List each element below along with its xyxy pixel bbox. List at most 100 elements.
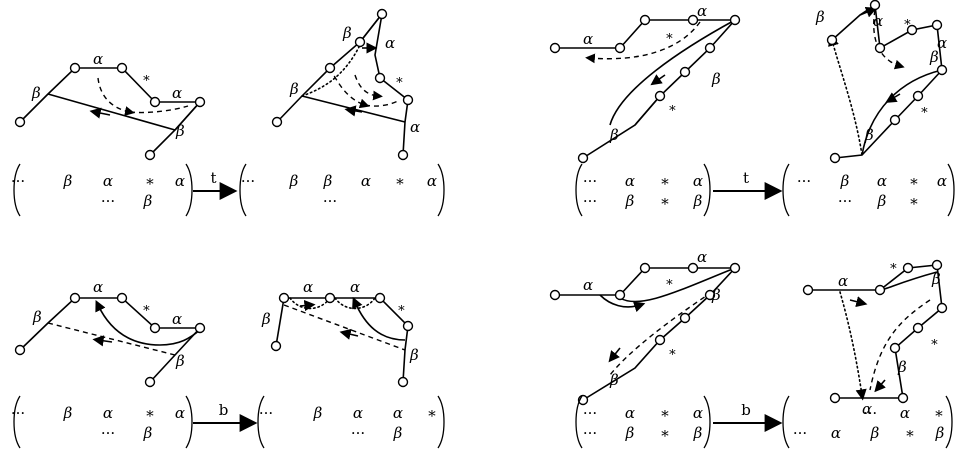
left-matrix-cell: ∗	[145, 172, 155, 190]
left-matrix-cell: α	[103, 404, 113, 422]
right-matrix-cell: ∗	[395, 172, 405, 190]
label-beta: β	[711, 286, 721, 304]
right-matrix-cell: α	[900, 404, 910, 422]
label-beta: β	[32, 308, 42, 326]
label-beta: β	[175, 352, 185, 370]
left-matrix-cell: α	[625, 404, 635, 422]
left-matrix-cell: ∗	[660, 192, 670, 210]
left-matrix-cell: ···	[11, 172, 25, 190]
right-matrix-cell: ∗	[934, 404, 944, 422]
right-open-paren	[239, 163, 247, 217]
right-matrix-cell: β	[870, 424, 880, 442]
right-matrix-cell: α	[361, 172, 371, 190]
left-matrix-cell: α	[175, 172, 185, 190]
label-beta: β	[931, 270, 941, 288]
label-beta: β	[409, 346, 419, 364]
panel-top-left: β α ∗ α β β β α ∗ α	[14, 8, 420, 161]
left-close-paren	[185, 395, 193, 449]
label-alpha: α	[862, 400, 872, 418]
right-matrix-cell: ···	[259, 404, 273, 422]
label-alpha: α	[697, 248, 707, 266]
right-matrix-cell: ···	[797, 172, 811, 190]
left-matrix-cell: β	[625, 192, 635, 210]
right-matrix-cell: ∗	[909, 192, 919, 210]
right-matrix-cell: ···	[793, 424, 807, 442]
label-star: ∗	[889, 259, 898, 274]
label-alpha: α	[93, 278, 103, 296]
left-matrix-cell: α	[175, 404, 185, 422]
left-matrix-cell: β	[693, 192, 703, 210]
right-open-paren	[257, 395, 265, 449]
left-matrix-cell: α	[693, 172, 703, 190]
label-alpha: α	[350, 278, 360, 296]
right-matrix-cell: α	[877, 172, 887, 190]
right-close-paren	[947, 163, 955, 217]
label-alpha: α	[93, 50, 103, 68]
label-alpha: α	[303, 278, 313, 296]
left-matrix-cell: ···	[583, 424, 597, 442]
right-open-paren	[782, 395, 790, 449]
left-matrix-cell: β	[143, 424, 153, 442]
left-matrix-cell: β	[63, 404, 73, 422]
right-matrix-cell: ···	[838, 192, 852, 210]
right-matrix-cell: ···	[323, 192, 337, 210]
label-beta: β	[609, 371, 619, 389]
left-matrix-cell: ∗	[145, 404, 155, 422]
panel-top-right: α ∗ α β ∗ β β α ∗ α β	[549, 0, 948, 164]
right-matrix-cell: ∗	[427, 404, 437, 422]
label-beta: β	[864, 126, 874, 144]
left-matrix-cell: α	[103, 172, 113, 190]
label-star: ∗	[903, 15, 912, 30]
label-beta: β	[609, 126, 619, 144]
right-matrix-cell: ∗	[909, 172, 919, 190]
left-open-paren	[575, 395, 583, 449]
label-star: ∗	[397, 301, 406, 316]
label-star: ∗	[395, 73, 404, 88]
left-matrix-cell: β	[693, 424, 703, 442]
label-alpha: α	[410, 118, 420, 136]
label-alpha: α	[697, 2, 707, 20]
label-beta: β	[175, 122, 185, 140]
label-alpha: α	[583, 276, 593, 294]
panel-bottom-right: α ∗ α β ∗ β α ∗ β ∗ β	[549, 248, 948, 418]
left-matrix-cell: ···	[583, 404, 597, 422]
left-open-paren	[13, 163, 21, 217]
left-matrix-cell: β	[63, 172, 73, 190]
right-matrix-cell: β	[393, 424, 403, 442]
left-matrix-cell: ∗	[660, 172, 670, 190]
right-close-paren	[437, 163, 445, 217]
label-alpha: α	[583, 30, 593, 48]
label-beta: β	[711, 70, 721, 88]
label-beta: β	[815, 8, 825, 26]
move-label: b	[741, 401, 751, 419]
graph-bottom-right-before: α ∗ α β ∗ β	[549, 248, 741, 406]
label-star: ∗	[142, 71, 151, 86]
right-matrix-cell: ···	[241, 172, 255, 190]
right-matrix-cell: α	[427, 172, 437, 190]
graph-top-left-before: β α ∗ α β	[14, 50, 206, 161]
right-matrix-cell: ···	[863, 404, 877, 422]
left-matrix-cell: ···	[583, 172, 597, 190]
label-beta: β	[342, 24, 352, 42]
label-alpha: α	[873, 12, 883, 30]
right-close-paren	[945, 395, 953, 449]
label-star: ∗	[665, 275, 674, 290]
label-alpha: α	[385, 34, 395, 52]
left-matrix-cell: ···	[11, 404, 25, 422]
move-label: t	[743, 169, 749, 187]
right-matrix-cell: β	[289, 172, 299, 190]
right-matrix-cell: α	[937, 172, 947, 190]
right-matrix-cell: β	[877, 192, 887, 210]
label-beta: β	[261, 310, 271, 328]
label-alpha: α	[838, 272, 848, 290]
left-matrix-cell: ···	[583, 192, 597, 210]
left-close-paren	[703, 395, 711, 449]
left-matrix-cell: β	[143, 192, 153, 210]
label-star: ∗	[142, 301, 151, 316]
graph-bottom-right-after: α ∗ β ∗ β α	[802, 259, 948, 418]
label-star: ∗	[930, 335, 939, 350]
right-matrix-cell: α	[353, 404, 363, 422]
label-beta: β	[929, 48, 939, 66]
panel-bottom-left: β α ∗ α β β α α ∗ β	[14, 278, 419, 388]
